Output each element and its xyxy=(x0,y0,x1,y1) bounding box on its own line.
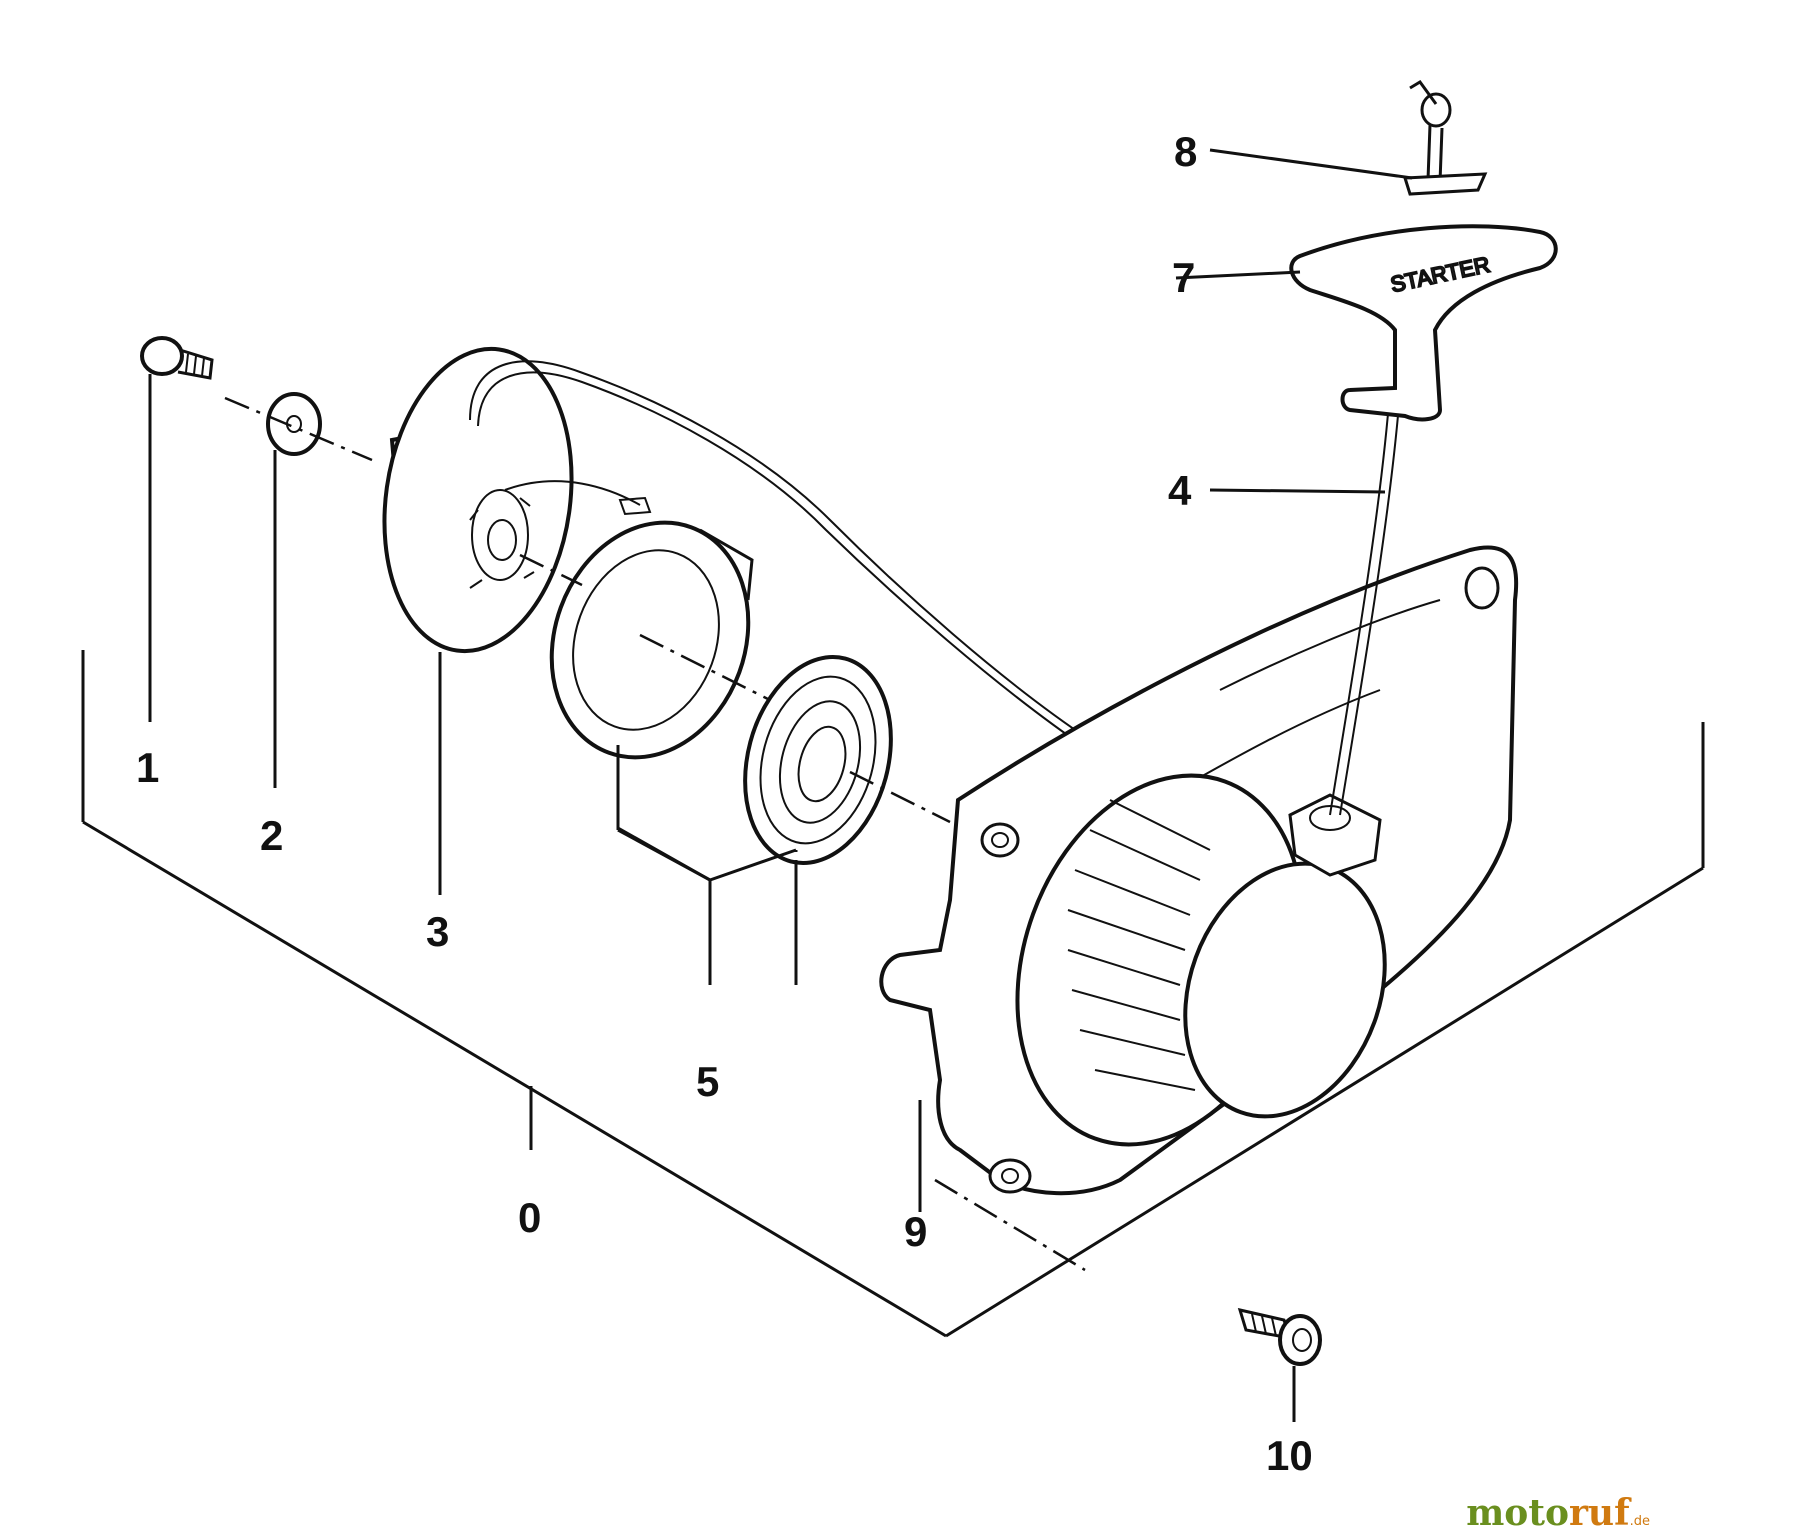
cord-end-part-8 xyxy=(1209,80,1488,196)
callout-10: 10 xyxy=(1266,1432,1313,1479)
svg-text:motoruf.de: motoruf.de xyxy=(1466,1492,1650,1534)
washer-part-2 xyxy=(266,392,322,788)
watermark-logo: motoruf.de xyxy=(1466,1492,1650,1534)
callout-1: 1 xyxy=(136,744,159,791)
assembly-bracket xyxy=(81,650,1705,1338)
screw-part-1 xyxy=(140,336,214,722)
spring-assembly-part-5 xyxy=(549,520,893,985)
callout-0: 0 xyxy=(518,1194,541,1241)
pulley-part-3 xyxy=(382,346,652,895)
callout-5: 5 xyxy=(696,1058,719,1105)
callout-7: 7 xyxy=(1172,254,1195,301)
starter-housing-part-9 xyxy=(879,545,1519,1212)
callout-9: 9 xyxy=(904,1208,927,1255)
callout-3: 3 xyxy=(426,908,449,955)
callout-2: 2 xyxy=(260,812,283,859)
callout-8: 8 xyxy=(1174,128,1197,175)
callout-labels: 0 1 2 3 4 5 7 8 9 10 xyxy=(136,128,1313,1479)
center-axis xyxy=(224,396,1086,1272)
handle-part-7: STARTER xyxy=(1175,224,1558,422)
cord-part-4 xyxy=(1209,389,1401,816)
callout-4: 4 xyxy=(1168,467,1192,514)
screw-part-10 xyxy=(1237,1307,1322,1422)
starter-rope xyxy=(469,360,1091,749)
